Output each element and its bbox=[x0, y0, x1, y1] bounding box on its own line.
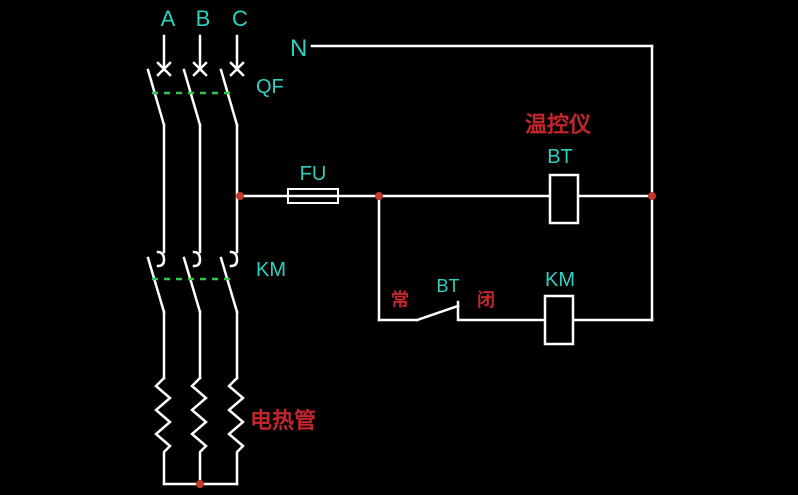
control-wiring bbox=[238, 194, 552, 322]
contactor-coil-label: KM bbox=[545, 269, 575, 291]
contact-right-mark: 闭 bbox=[477, 289, 495, 311]
controller-coil-label: BT bbox=[547, 146, 573, 168]
phase-c-tap-node bbox=[236, 192, 244, 200]
contactor-label: KM bbox=[256, 259, 286, 281]
controller-title: 温控仪 bbox=[525, 112, 592, 138]
neutral-junction-node bbox=[648, 192, 656, 200]
contactor-coil bbox=[543, 294, 575, 346]
heater-label: 电热管 bbox=[250, 408, 316, 434]
controller-coil bbox=[548, 173, 580, 225]
contactor-km-contacts bbox=[146, 250, 239, 380]
phase-a-label: A bbox=[161, 6, 176, 31]
contact-label: BT bbox=[436, 276, 459, 296]
fuse-label: FU bbox=[300, 163, 327, 185]
star-point-node bbox=[196, 480, 204, 488]
heater-elements bbox=[154, 376, 245, 486]
phase-c-label: C bbox=[232, 6, 248, 31]
breaker-qf bbox=[146, 68, 239, 254]
neutral-wire bbox=[310, 44, 654, 322]
breaker-label: QF bbox=[256, 76, 284, 98]
supply-wires bbox=[156, 34, 245, 77]
neutral-label: N bbox=[290, 35, 307, 62]
bt-nc-contact bbox=[415, 300, 460, 322]
contact-left-mark: 常 bbox=[391, 289, 409, 311]
phase-b-label: B bbox=[196, 6, 211, 31]
control-junction-node bbox=[375, 192, 383, 200]
